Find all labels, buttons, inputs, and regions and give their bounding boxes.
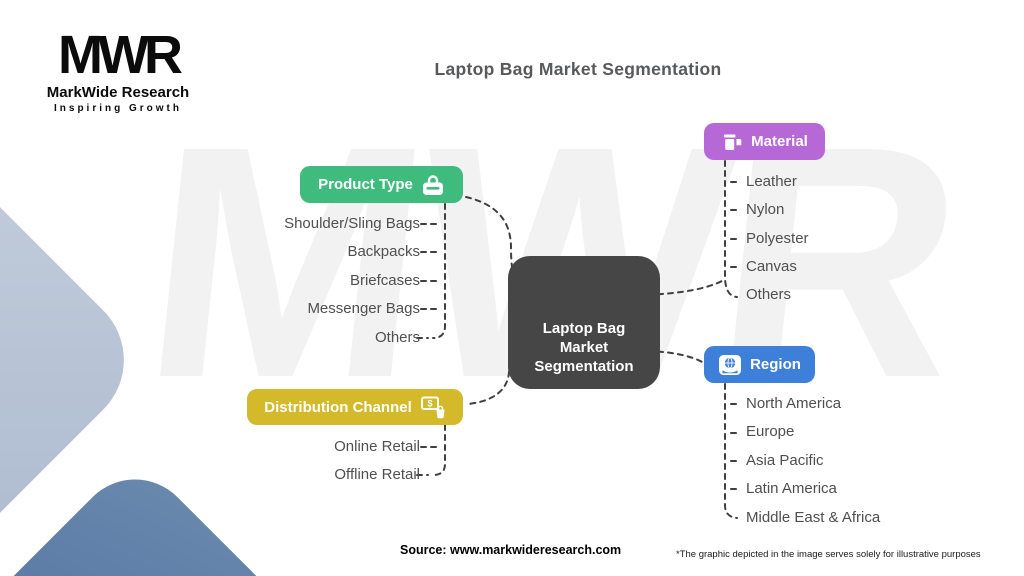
branch-label: Material [751,133,808,150]
disclaimer-text: *The graphic depicted in the image serve… [676,549,981,560]
product-type-item: Backpacks [347,243,420,260]
globe-icon [719,354,742,375]
branch-label: Product Type [318,176,413,193]
product-type-item: Others [374,329,420,346]
region-item: Middle East & Africa [746,509,881,526]
bag-icon [422,174,443,195]
material-icon [724,134,742,150]
material-item: Polyester [746,230,809,247]
region-item: Asia Pacific [746,452,824,469]
material-item: Leather [746,173,797,190]
central-node: Laptop Bag Market Segmentation [508,256,660,389]
product-type-item: Messenger Bags [307,300,420,317]
branch-node-region: Region [704,346,815,383]
distribution-channel-item: Online Retail [334,438,420,455]
product-type-item: Shoulder/Sling Bags [284,215,420,232]
logo-mark: MWR [58,25,183,85]
central-node-line: Laptop Bag [542,320,626,337]
material-item: Nylon [746,201,785,218]
region-item: North America [746,395,842,412]
logo-name: MarkWide Research [46,84,190,101]
material-item: Others [746,286,792,303]
svg-text:$: $ [427,399,432,409]
region-item: Europe [746,423,795,440]
central-node-line: Segmentation [534,358,634,375]
distribution-channel-item: Offline Retail [334,466,420,483]
logo-tagline: Inspiring Growth [54,103,182,114]
branch-node-material: Material [704,123,825,160]
source-text: Source: www.markwideresearch.com [400,543,622,557]
material-item: Canvas [746,258,797,275]
product-type-item: Briefcases [349,272,420,289]
branch-node-distribution-channel: Distribution Channel $ [247,389,463,425]
ecommerce-icon: $ [420,396,445,419]
branch-label: Distribution Channel [264,398,412,416]
branch-label: Region [750,356,801,373]
branch-node-product-type: Product Type [300,166,463,203]
region-item: Latin America [746,480,837,497]
company-logo: MWR MarkWide Research Inspiring Growth [38,26,198,114]
page-title: Laptop Bag Market Segmentation [434,59,722,79]
central-node-line: Market [559,339,609,356]
